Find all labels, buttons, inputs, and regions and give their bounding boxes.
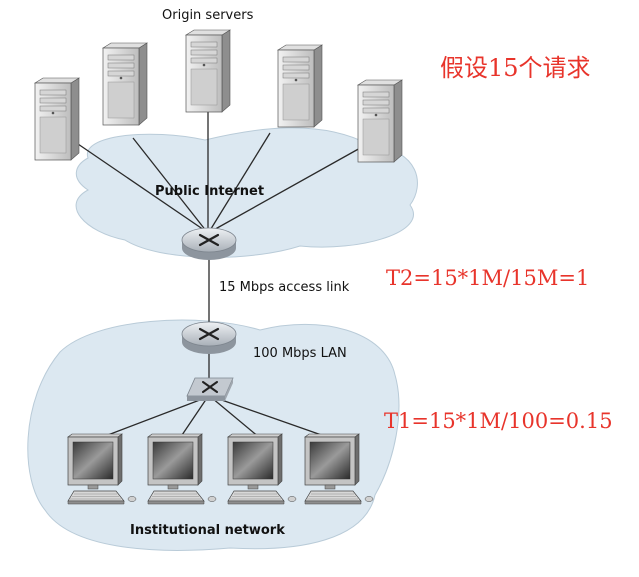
desktop-computer-icon xyxy=(304,433,374,505)
server-links xyxy=(77,112,363,233)
computer-link xyxy=(179,397,208,439)
computer-link xyxy=(215,397,331,439)
server-tower-icon xyxy=(184,29,232,113)
institutional-network-label: Institutional network xyxy=(130,523,285,538)
server-tower-icon xyxy=(356,79,404,163)
lan-label: 100 Mbps LAN xyxy=(253,346,347,361)
server-tower-icon xyxy=(276,44,324,128)
institutional-computers xyxy=(67,433,374,505)
computer-link xyxy=(99,397,206,439)
assumption-annotation: 假设15个请求 xyxy=(440,54,591,82)
computer-links xyxy=(99,397,331,439)
server-link xyxy=(132,137,208,233)
server-tower-icon xyxy=(101,42,149,126)
server-link xyxy=(77,143,208,233)
public-internet-label: Public Internet xyxy=(155,184,265,199)
server-tower-icon xyxy=(33,77,81,161)
desktop-computer-icon xyxy=(227,433,297,505)
t2-annotation: T2=15*1M/15M=1 xyxy=(386,266,590,290)
institutional-network-cloud xyxy=(27,319,400,551)
access-link-label: 15 Mbps access link xyxy=(219,280,350,295)
switch-icon xyxy=(186,377,234,401)
desktop-computer-icon xyxy=(67,433,137,505)
origin-servers xyxy=(33,29,404,163)
public-internet-cloud xyxy=(75,127,418,258)
computer-link xyxy=(211,397,261,439)
server-link xyxy=(209,146,363,233)
server-link xyxy=(208,132,271,233)
origin-servers-label: Origin servers xyxy=(162,8,254,23)
desktop-computer-icon xyxy=(147,433,217,505)
t1-annotation: T1=15*1M/100=0.15 xyxy=(384,409,613,433)
router-icon xyxy=(181,227,237,260)
router-icon xyxy=(181,321,237,354)
